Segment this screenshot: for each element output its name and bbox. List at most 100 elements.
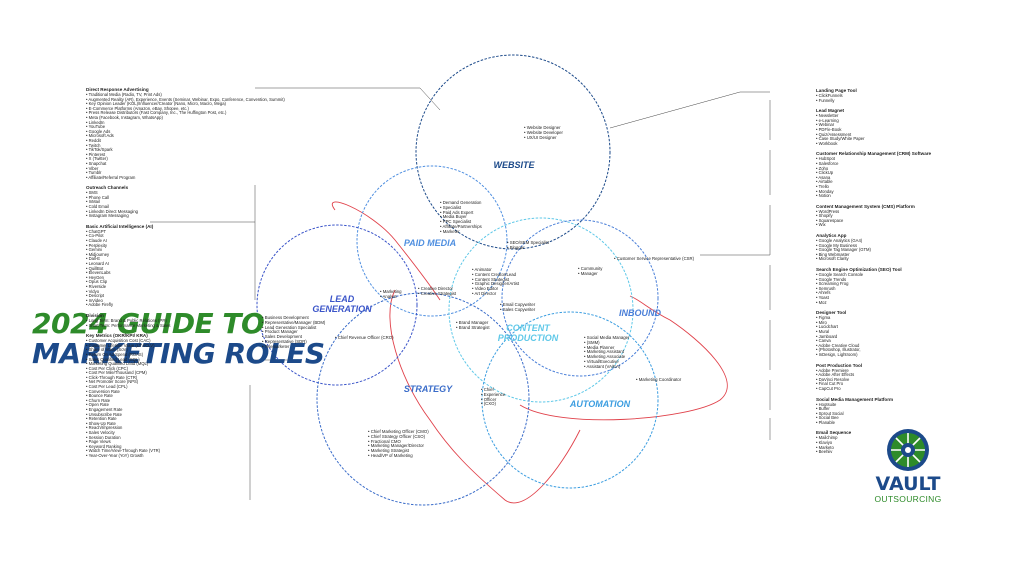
circle-strategy	[316, 292, 530, 506]
list-item: Microsoft Clarity	[816, 257, 931, 262]
list-item: Google Trends	[816, 277, 931, 283]
role-item: Media Buyer	[440, 215, 482, 220]
list-item: Riverside	[86, 284, 285, 290]
list-item: Asana	[816, 175, 931, 181]
roles-seo: SEO/SEM SpecialistBlogger	[507, 240, 549, 251]
role-item: Creative Strategist	[418, 291, 456, 297]
list-item: Meta (Facebook, Instagram, WhatsApp)	[86, 115, 285, 121]
list-item: Adobe After Effects	[816, 373, 931, 378]
list-item: Claude AI	[86, 238, 285, 244]
list-item: Instagram Messaging	[86, 214, 285, 219]
list-item: Marketo	[816, 445, 931, 451]
role-item: Business Development	[262, 315, 325, 321]
list-item: Squarespace	[816, 218, 931, 224]
list-item: Sprout Social	[816, 411, 931, 417]
right-column: Landing Page ToolClickFunnelsFunnellyLea…	[816, 88, 931, 460]
block-heading: Search Engine Optimization (SEO) Tool	[816, 267, 902, 273]
list-item: Google Tag Manager (GTM)	[816, 248, 931, 253]
list-item: Planable	[816, 420, 931, 426]
role-item: (SMM)	[584, 340, 629, 346]
list-item: Canva	[816, 339, 931, 344]
red-loops	[332, 201, 728, 504]
list-item: Figma	[816, 316, 931, 321]
list-item: Case Study/White Paper	[816, 137, 931, 142]
list-item: YouTube	[86, 125, 285, 130]
list-item: Traditional Media (Radio, TV, Print Ads)	[86, 92, 285, 98]
roles-paid-media: Demand GenerationSpecialistPaid Ads Expe…	[440, 200, 482, 235]
roles-website: Website DesignerWebsite DeveloperUX/UI D…	[524, 125, 563, 141]
tool-block: Designer ToolFigmaMiroLucidchartMuralJam…	[816, 310, 931, 357]
red-loop-bottom	[389, 289, 581, 504]
list-item: Semrush	[816, 286, 931, 292]
list-item: CapCut Pro	[816, 386, 931, 392]
block-heading: Analytics App	[816, 233, 847, 239]
role-item: Marketing	[380, 289, 402, 295]
role-item: Content Strategist	[472, 277, 519, 283]
list-item: HeyGen	[86, 275, 285, 281]
list-item: Retention Rate	[86, 417, 285, 422]
tool-block: Direct Response AdvertisingTraditional M…	[86, 87, 285, 180]
list-item: ClickUp	[816, 171, 931, 176]
list-item: Mailchimp	[816, 436, 931, 441]
roles-strategy: Chief Marketing Officer (CMO)Chief Strat…	[368, 429, 429, 459]
block-list: Traditional Media (Radio, TV, Print Ads)…	[86, 92, 285, 180]
list-item: Gemini	[86, 248, 285, 253]
list-item: Buffer	[816, 406, 931, 412]
role-item: Affiliate/Partnerships	[440, 224, 481, 230]
role-item: Demand Generation	[440, 200, 482, 206]
list-item: Beehiiv	[816, 450, 931, 455]
role-item: Video Editor	[472, 286, 519, 292]
list-item: LinkedIn Direct Messaging	[86, 209, 285, 215]
block-heading: Direct Response Advertising	[86, 87, 149, 92]
role-item: Marketing Manager/Director	[368, 444, 429, 449]
list-item: ChatGPT	[86, 229, 285, 235]
list-item: Wix	[816, 223, 931, 228]
list-item: Zoho	[816, 166, 931, 172]
block-list: SMSPhone CallInMailCold EmailLinkedIn Di…	[86, 191, 285, 219]
list-item: Jamboard	[816, 334, 931, 340]
roles-coordinator: Marketing Coordinator	[636, 377, 682, 383]
list-item: E-Commerce Platforms (Amazon, eBay, Shop…	[86, 106, 285, 112]
tool-block: Search Engine Optimization (SEO) ToolGoo…	[816, 267, 931, 305]
vault-outsourcing-logo: VAULT OUTSOURCING	[862, 427, 954, 507]
list-item: Engagement Rate	[86, 407, 285, 413]
list-item: Quiz/Assessment	[816, 132, 931, 138]
list-item: Show-Up Rate	[86, 421, 285, 427]
role-item: Chief Strategy Officer (CSO)	[368, 434, 429, 440]
list-item: Vidyo	[86, 289, 285, 295]
block-list: ChatGPTCo-PilotClaude AIPerplexityGemini…	[86, 229, 285, 308]
role-item: Representative (SDR)	[262, 339, 325, 345]
list-item: Sales Qualified Lead (SQL)	[86, 357, 285, 363]
roles-content: AnimatorContent Creator/LeadContent Stra…	[472, 267, 519, 297]
tool-block: Key Metrics (OKR/KPI/ KRA)Customer Acqui…	[86, 333, 285, 458]
role-item: UX/UI Designer	[524, 135, 563, 141]
list-item: Leonard AI	[86, 261, 285, 267]
block-heading: Outreach Channels	[86, 185, 129, 191]
list-item: Marketing Qualified Lead (MQL)	[86, 361, 285, 367]
roles-csr: Customer Service Representative (CSR)	[614, 256, 694, 262]
circle-label-inbound: INBOUND	[619, 308, 661, 318]
role-item: Chief Revenue Officer (CRO)	[335, 335, 394, 341]
tool-block: Social Media Management PlatformHootsuit…	[816, 397, 931, 426]
role-item: Marketer	[440, 229, 482, 235]
red-loop-top	[332, 201, 441, 301]
list-item: Final Cut Pro	[816, 382, 931, 387]
block-list: Customer Acquisition Cost (CAC)Customer …	[86, 339, 285, 458]
role-item: Officer	[481, 397, 505, 403]
role-item: Virtual/Executive	[584, 359, 629, 365]
circle-label-paid-media: PAID MEDIA	[404, 238, 456, 248]
list-item: QuillBot	[86, 266, 285, 272]
roles-lead-generation: Business DevelopmentRepresentative/Manag…	[262, 315, 326, 350]
list-item: Pinterest	[86, 152, 285, 158]
list-item: ElevenLabs	[86, 271, 285, 276]
list-item: Page Views	[86, 440, 285, 445]
list-item: Moz	[816, 300, 931, 306]
roles-copywriting: Email CopywriterSales Copywriter	[500, 302, 535, 313]
list-item: Midjourney	[86, 252, 285, 258]
list-item: Mural	[816, 329, 931, 335]
list-item: Workbook	[816, 141, 931, 147]
list-item: WordPress	[816, 209, 931, 215]
list-item: Net Promoter Score (NPS)	[86, 380, 285, 385]
